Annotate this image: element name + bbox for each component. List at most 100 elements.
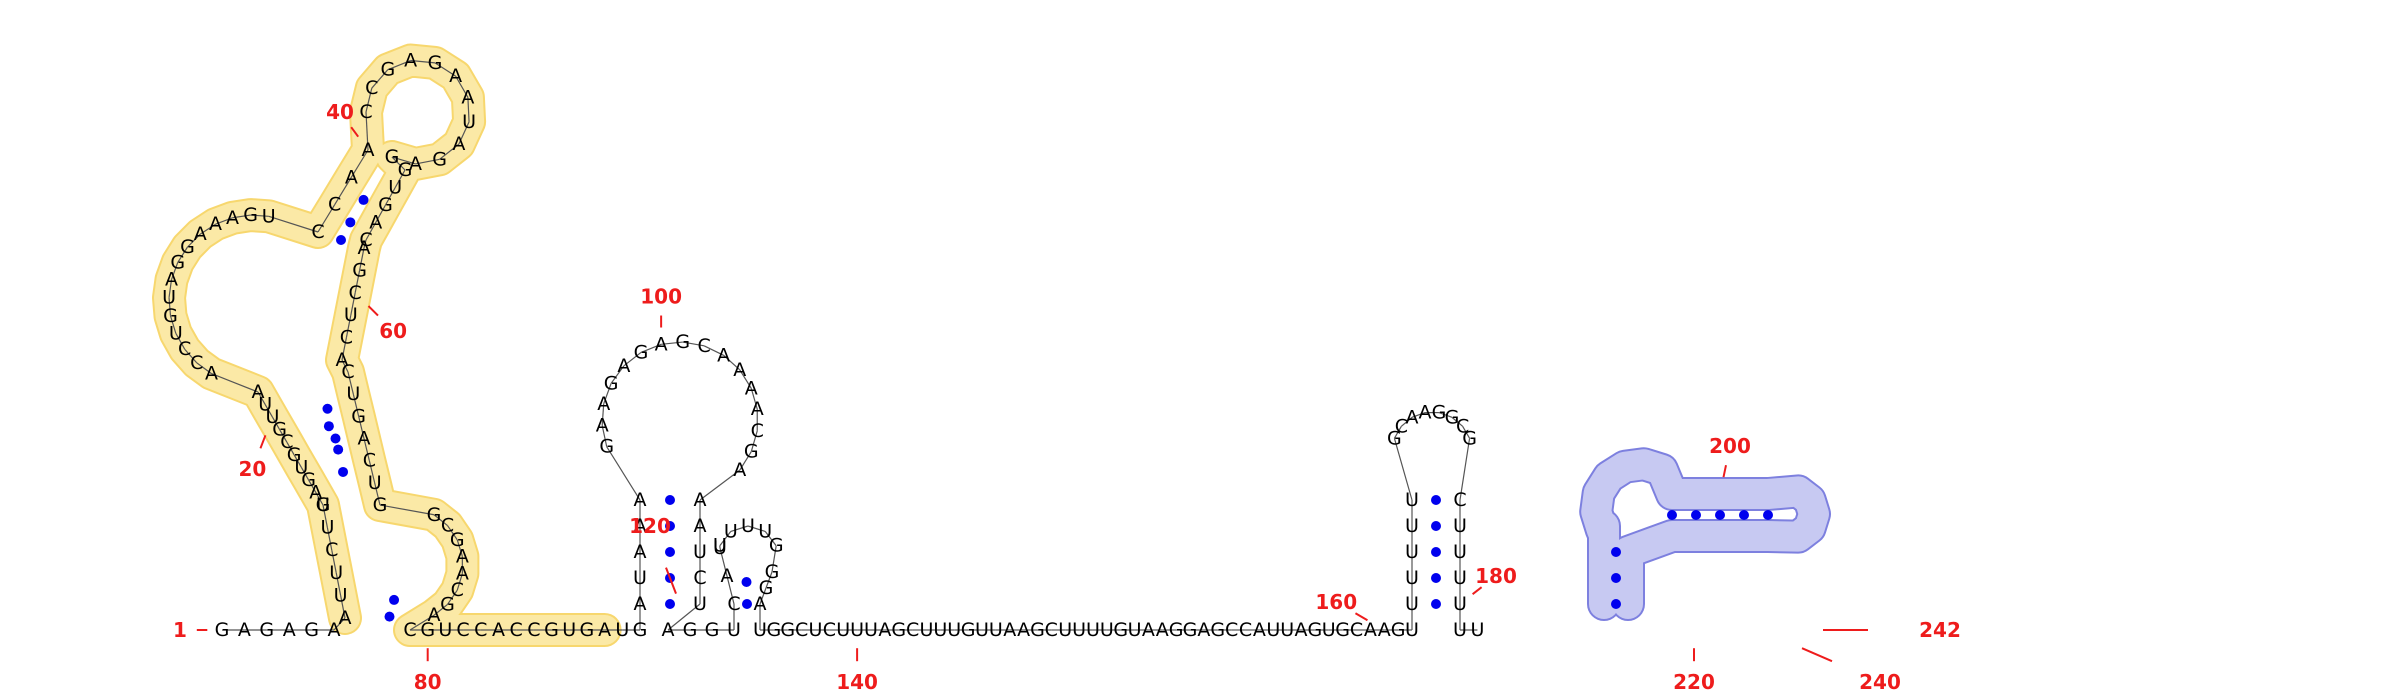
nucleotide: U: [1453, 515, 1467, 537]
position-tick: [1802, 648, 1832, 661]
base-pair-dot: [742, 577, 752, 587]
position-label-160: 160: [1315, 590, 1357, 614]
position-label-242: 242: [1919, 618, 1961, 642]
position-tick: [1473, 587, 1482, 594]
nucleotide: A: [449, 65, 462, 87]
nucleotide: A: [404, 50, 417, 72]
nucleotide: G: [259, 619, 274, 641]
nucleotide: U: [836, 619, 850, 641]
nucleotide: A: [754, 593, 767, 615]
nucleotide: U: [368, 472, 382, 494]
nucleotide: A: [1017, 619, 1030, 641]
base-pair-dot: [333, 445, 343, 455]
base-pair-dot: [1611, 599, 1621, 609]
position-label-40: 40: [326, 100, 354, 124]
nucleotide: G: [675, 331, 690, 353]
nucleotide: C: [1239, 619, 1252, 641]
base-pair-dot: [1431, 573, 1441, 583]
nucleotide: G: [633, 619, 648, 641]
nucleotide: U: [1453, 593, 1467, 615]
nucleotide: G: [380, 59, 395, 81]
base-pair-dot: [1431, 547, 1441, 557]
position-label-240: 240: [1859, 670, 1901, 694]
nucleotide: U: [1405, 619, 1419, 641]
nucleotide: U: [727, 619, 741, 641]
base-pair-dot: [385, 612, 395, 622]
nucleotide: G: [215, 619, 230, 641]
nucleotide: A: [1419, 402, 1432, 424]
nucleotide: G: [705, 619, 720, 641]
base-pair-dot: [389, 595, 399, 605]
nucleotide: U: [1100, 619, 1114, 641]
nucleotide: A: [362, 139, 375, 161]
nucleotide: C: [727, 593, 740, 615]
nucleotide: A: [617, 355, 630, 377]
nucleotide: A: [694, 489, 707, 511]
nucleotide: G: [580, 619, 595, 641]
nucleotide: G: [1462, 427, 1477, 449]
base-pair-dot: [1763, 510, 1773, 520]
nucleotide: U: [344, 304, 358, 326]
position-tick: [369, 306, 379, 316]
nucleotide: G: [440, 593, 455, 615]
base-pair-dot: [1431, 599, 1441, 609]
nucleotide: A: [358, 428, 371, 450]
nucleotide: U: [1280, 619, 1294, 641]
nucleotide: C: [795, 619, 808, 641]
nucleotide: A: [1197, 619, 1210, 641]
nucleotide: A: [238, 619, 251, 641]
nucleotide: U: [438, 619, 452, 641]
nucleotide: U: [864, 619, 878, 641]
base-pair-dot: [1667, 510, 1677, 520]
position-label-120: 120: [629, 514, 671, 538]
base-pair-dot: [336, 235, 346, 245]
base-pair-dot: [1611, 547, 1621, 557]
position-tick: [1724, 465, 1727, 477]
nucleotide: C: [751, 420, 764, 442]
nucleotide: A: [1253, 619, 1266, 641]
nucleotide: U: [1453, 619, 1467, 641]
nucleotide: A: [1003, 619, 1016, 641]
nucleotide: C: [823, 619, 836, 641]
nucleotide: A: [194, 223, 207, 245]
nucleotide: A: [721, 565, 734, 587]
nucleotide: A: [634, 489, 647, 511]
base-pair-dot: [1611, 573, 1621, 583]
nucleotide: C: [325, 539, 338, 561]
position-label-200: 200: [1709, 434, 1751, 458]
nucleotide: C: [474, 619, 487, 641]
nucleotide: U: [334, 584, 348, 606]
nucleotide: A: [597, 393, 610, 415]
nucleotide: A: [1378, 619, 1391, 641]
nucleotide: G: [544, 619, 559, 641]
nucleotide: G: [1113, 619, 1128, 641]
nucleotide: G: [243, 204, 258, 226]
nucleotide: U: [1086, 619, 1100, 641]
nucleotide: G: [373, 494, 388, 516]
base-pair-dot: [322, 404, 332, 414]
nucleotide: C: [328, 194, 341, 216]
nucleotide: C: [456, 619, 469, 641]
nucleotide: A: [209, 213, 222, 235]
nucleotide: A: [461, 86, 474, 108]
nucleotide: A: [1156, 619, 1169, 641]
nucleotide: U: [693, 541, 707, 563]
nucleotide: A: [662, 619, 675, 641]
nucleotide: A: [878, 619, 891, 641]
base-pair-dot: [665, 495, 675, 505]
nucleotide: G: [427, 504, 442, 526]
position-label-100: 100: [640, 284, 682, 308]
nucleotide: G: [767, 619, 782, 641]
nucleotide: G: [1391, 619, 1406, 641]
nucleotide: A: [452, 133, 465, 155]
nucleotide: U: [346, 383, 360, 405]
nucleotide: U: [1453, 567, 1467, 589]
nucleotide: A: [634, 593, 647, 615]
base-pair-dot: [359, 195, 369, 205]
nucleotide: G: [634, 341, 649, 363]
nucleotide: C: [349, 282, 362, 304]
nucleotide: U: [329, 562, 343, 584]
nucleotide: C: [359, 101, 372, 123]
